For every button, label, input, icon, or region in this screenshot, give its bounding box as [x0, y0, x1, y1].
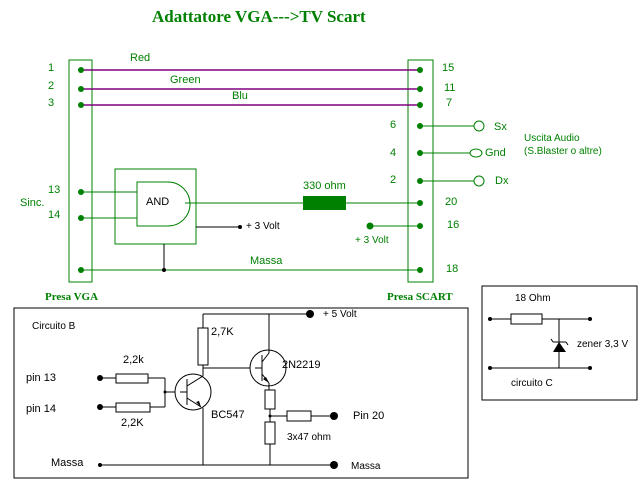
massa-left-label: Massa	[51, 457, 84, 469]
sinc-label: Sinc.	[20, 197, 45, 209]
and-gate-label: AND	[146, 196, 170, 208]
scart-pin-20: 20	[445, 196, 458, 208]
circuit-b-nodes	[97, 310, 338, 469]
audio-output-subtitle: (S.Blaster o altre)	[524, 146, 602, 157]
scart-pin-2: 2	[390, 174, 397, 186]
resistor-r2-label: 2,2K	[121, 417, 144, 429]
audio-gnd-label: Gnd	[485, 147, 506, 159]
scart-pin-16: 16	[447, 219, 460, 231]
scart-connector	[407, 59, 434, 283]
scart-pin-11: 11	[444, 82, 456, 94]
gnd-jack	[469, 148, 483, 158]
circuit-c-title: circuito C	[511, 378, 553, 389]
vcc-5v-label: + 5 Volt	[323, 309, 357, 320]
audio-sx-label: Sx	[494, 121, 507, 133]
massa-right-label: Massa	[351, 461, 381, 472]
scart-connector-label: Presa SCART	[387, 291, 453, 303]
green-label: Green	[170, 74, 201, 86]
circuit-b-title: Circuito B	[32, 321, 76, 332]
vga-pin-3: 3	[48, 97, 55, 109]
circuit-b-wires	[100, 313, 335, 466]
resistor-330-ohm	[303, 196, 346, 210]
and-gate-symbol	[136, 181, 191, 227]
vga-connector-label: Presa VGA	[45, 291, 99, 303]
circuit-b-pin14: pin 14	[26, 403, 56, 415]
sx-jack	[473, 120, 485, 132]
supply-3v-dot	[238, 225, 242, 229]
vga-pin-13: 13	[48, 184, 61, 196]
resistor-18-ohm-label: 18 Ohm	[515, 293, 551, 304]
scart-pin-dots	[417, 67, 423, 273]
circuit-c-box	[481, 285, 638, 401]
massa-label: Massa	[250, 255, 283, 267]
scart-pin-4: 4	[390, 147, 397, 159]
circuit-c-wires	[490, 313, 590, 369]
scart-pin-6: 6	[390, 119, 397, 131]
audio-wires	[420, 120, 485, 187]
circuit-c-nodes	[488, 317, 592, 370]
resistor-divider-label: 3x47 ohm	[287, 432, 331, 443]
scart-pin-15: 15	[442, 62, 455, 74]
scart-pin-7: 7	[446, 97, 453, 109]
dx-jack	[473, 175, 485, 187]
red-label: Red	[130, 52, 151, 64]
circuit-b-pin13: pin 13	[26, 372, 56, 384]
audio-output-title: Uscita Audio	[524, 133, 580, 144]
resistor-330-label: 330 ohm	[303, 180, 346, 192]
vga-pin-1: 1	[48, 62, 55, 74]
vga-pin-dots	[78, 67, 84, 273]
audio-dx-label: Dx	[495, 175, 509, 187]
resistor-r3-label: 2,7K	[211, 326, 234, 338]
circuit-b-box	[13, 307, 469, 479]
pin20-output-label: Pin 20	[353, 410, 385, 422]
transistor-2n2219-label: 2N2219	[282, 359, 321, 371]
zener-diode-icon	[553, 342, 566, 352]
vga-connector	[68, 59, 93, 283]
and-gate-box	[114, 168, 197, 245]
page-title: Adattatore VGA--->TV Scart	[152, 7, 366, 26]
transistor-bc547-label: BC547	[211, 409, 245, 421]
scart-pin-18: 18	[446, 263, 459, 275]
blu-label: Blu	[232, 90, 248, 102]
supply-3v-label-2: + 3 Volt	[355, 235, 389, 246]
zener-label: zener 3,3 V	[577, 339, 629, 350]
supply-3v-label: + 3 Volt	[246, 221, 280, 232]
supply-3v-dot-2	[366, 222, 374, 230]
vga-pin-14: 14	[48, 209, 61, 221]
vga-pin-2: 2	[48, 80, 55, 92]
resistor-r1-label: 2,2k	[123, 354, 144, 366]
